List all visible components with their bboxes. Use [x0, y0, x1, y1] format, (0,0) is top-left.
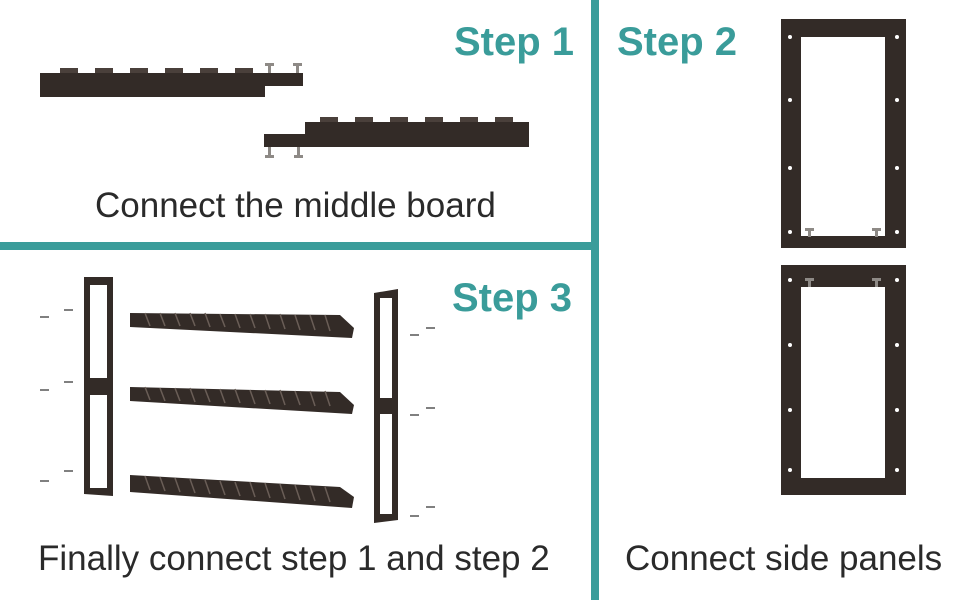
step2-title: Step 2	[617, 20, 738, 64]
lower-screws	[265, 147, 303, 158]
step3-caption: Finally connect step 1 and step 2	[38, 539, 550, 578]
step2-caption: Connect side panels	[625, 539, 943, 578]
step1-caption: Connect the middle board	[95, 186, 496, 225]
left-screws	[40, 309, 73, 482]
right-side-frame	[374, 289, 398, 523]
right-screws	[410, 327, 435, 517]
step1-title: Step 1	[454, 20, 575, 64]
lower-middle-board	[264, 117, 529, 147]
left-side-frame	[84, 277, 113, 496]
upper-screws	[265, 63, 302, 73]
horizontal-divider	[0, 242, 594, 250]
upper-middle-board	[40, 68, 303, 97]
step3-title: Step 3	[452, 276, 573, 320]
upper-side-frame	[781, 19, 906, 248]
lower-side-frame	[781, 265, 906, 495]
vertical-divider	[591, 0, 599, 600]
shelf-bottom	[130, 475, 354, 508]
shelf-middle	[130, 386, 354, 414]
shelf-top	[130, 312, 354, 338]
